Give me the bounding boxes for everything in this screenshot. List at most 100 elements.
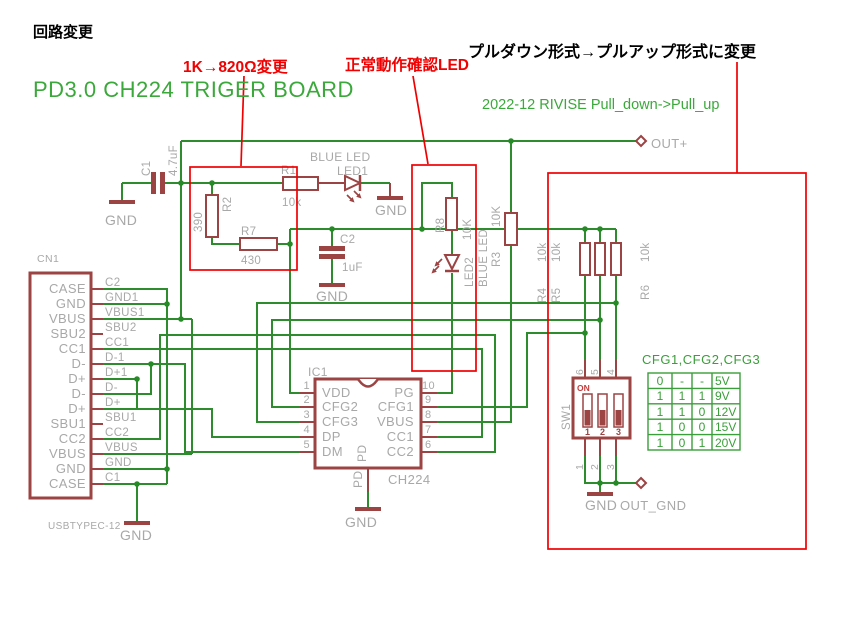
sw1-on-label[interactable]: ON	[577, 383, 590, 393]
r1-ref-label: R1	[281, 165, 296, 177]
sw1-dip-switch: ON 1 2 3 SW1 6 5 4 1 2 3	[561, 360, 632, 470]
sw1-slider-3[interactable]	[615, 410, 622, 426]
cfg-cell: 1	[679, 405, 686, 419]
r6-value-label: 10k	[640, 243, 652, 262]
cn1-pin-name: VBUS	[49, 446, 86, 461]
ic1-inner-pd-label: PD	[355, 445, 369, 462]
r8-ref-label: R8	[435, 218, 447, 233]
cn1-body	[28, 271, 93, 500]
cfg-cell: 0	[657, 374, 664, 388]
gnd-label: GND	[345, 514, 377, 530]
sw1-pin-number: 1	[574, 464, 586, 470]
sw1-slot-numbers: 1 2 3	[585, 427, 621, 437]
led2-arrow-head	[431, 268, 437, 274]
annotation-callout-line	[412, 75, 429, 165]
ic1-pin-name: DM	[322, 444, 343, 459]
cfg-table-cells: 0 - - 5V 1 1 1 9V 1 1 0 12V 1 0 0 15V 1 …	[657, 374, 737, 450]
cfg-cell: 15V	[715, 420, 736, 434]
r5-value-label: 10k	[551, 243, 563, 262]
cn1-pin-stubs	[91, 288, 103, 485]
junction-dot	[209, 180, 215, 186]
wire-cc-routes	[103, 334, 496, 453]
junction-dot	[134, 376, 140, 382]
ic1-pin-name: DP	[322, 429, 341, 444]
cfg-table-title: CFG1,CFG2,CFG3	[642, 352, 760, 367]
gnd-symbol	[124, 521, 150, 525]
r7-value-label: 430	[241, 255, 261, 267]
cfg-cell: 1	[657, 405, 664, 419]
ic1-pin-number: 7	[425, 424, 432, 436]
junction-dot	[178, 316, 184, 322]
ic1-pin-name: CC1	[387, 429, 414, 444]
cn1-net-label: SBU1	[105, 412, 137, 424]
cfg-table-border	[647, 372, 741, 451]
led1-arrow-head	[356, 193, 362, 199]
r3-ref-label: R3	[491, 252, 503, 267]
ic1-pin-number: 9	[425, 394, 432, 406]
annotation-box-pullup	[547, 172, 807, 550]
r2-ref-label: R2	[222, 197, 234, 212]
ic1-pin-name: PG	[394, 385, 414, 400]
cn1-pin-name: D+	[68, 371, 86, 386]
cn1-net-label: CC1	[105, 337, 129, 349]
ic1-pin-number: 3	[303, 409, 310, 421]
out-gnd-label: OUT_GND	[620, 498, 686, 513]
ic1-pin-name: CFG3	[322, 414, 358, 429]
gnd-label: GND	[585, 497, 617, 513]
sw1-slot-number: 3	[616, 427, 621, 437]
junction-dot	[597, 317, 603, 323]
cfg-cell: -	[680, 374, 684, 388]
gnd-label: GND	[105, 212, 137, 228]
ic1-pin-number: 1	[303, 380, 310, 392]
cfg-cell: 1	[679, 389, 686, 403]
led2-ref-label: LED2	[464, 257, 476, 287]
gnd-symbol	[377, 196, 403, 200]
junction-dot	[178, 180, 184, 186]
junction-dot	[597, 480, 603, 486]
cn1-pin-name: CASE	[49, 476, 86, 491]
capacitor-c2-plate	[319, 246, 345, 251]
sw1-slider-2[interactable]	[599, 410, 606, 426]
sw1-pin-number: 3	[605, 464, 617, 470]
cfg-cell: 0	[679, 436, 686, 450]
cfg-cell: 0	[679, 420, 686, 434]
cfg-cell: 1	[657, 420, 664, 434]
cn1-pin-name: D-	[71, 386, 86, 401]
net-name-labels: GND GND GND GND GND GND OUT+ OUT_GND	[105, 136, 688, 543]
capacitor-c1-plate	[160, 172, 165, 194]
resistor-r3-body	[504, 212, 518, 246]
change-title-note: 回路変更	[33, 23, 94, 41]
junction-dot	[164, 301, 170, 307]
cn1-net-label: D-	[105, 382, 118, 394]
out-pos-label: OUT+	[651, 136, 688, 151]
gnd-label: GND	[316, 288, 348, 304]
revision-note: 2022-12 RIVISE Pull_down->Pull_up	[482, 97, 719, 113]
led1-desc-label: BLUE LED	[310, 150, 370, 164]
led-check-note: 正常動作確認LED	[345, 55, 469, 74]
junction-dot	[613, 300, 619, 306]
annotation-box-led2	[411, 164, 477, 372]
cn1-pin-names: CASE GND VBUS SBU2 CC1 D- D+ D- D+ SBU1 …	[49, 281, 86, 491]
junction-dot	[287, 241, 293, 247]
cn1-net-label: C2	[105, 277, 121, 289]
sw1-body	[571, 376, 632, 440]
junction-dot	[419, 226, 425, 232]
pullup-change-note: プルダウン形式→プルアップ形式に変更	[468, 42, 757, 61]
junction-dot	[582, 330, 588, 336]
sw1-slider-1[interactable]	[584, 410, 591, 426]
junction-dot	[134, 481, 140, 487]
r6-ref-label: R6	[640, 285, 652, 300]
resistor-r4-body	[579, 242, 591, 276]
wire-sw-gnd	[584, 456, 636, 492]
net-wires	[103, 140, 636, 521]
cn1-pin-name: D-	[71, 356, 86, 371]
ic1-pin-number: 5	[303, 439, 310, 451]
junction-dot	[164, 466, 170, 472]
junction-dot	[582, 226, 588, 232]
cn1-net-label: D-1	[105, 352, 125, 364]
cfg-cell: 0	[699, 420, 706, 434]
c2-value-label: 1uF	[342, 262, 363, 274]
revision-annotations: 回路変更 1K→820Ω変更 正常動作確認LED プルダウン形式→プルアップ形式…	[33, 23, 807, 550]
r5-ref-label: R5	[551, 288, 563, 303]
